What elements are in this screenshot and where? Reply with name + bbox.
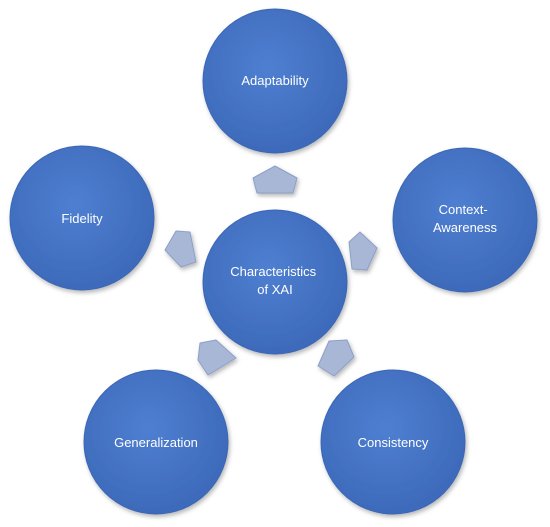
node-generalization-label: Generalization [114, 435, 198, 450]
center-label-line-2: of XAI [257, 282, 292, 297]
arrow-to-generalization [197, 339, 237, 376]
node-adaptability-circle [202, 8, 348, 154]
node-consistency: Consistency [320, 369, 466, 515]
node-generalization: Generalization [83, 369, 229, 515]
arrow-to-fidelity [164, 230, 197, 268]
center-node: Characteristics of XAI [202, 209, 348, 355]
center-label-line-1: Characteristics [230, 264, 316, 279]
node-context-awareness-label-line-2: Awareness [433, 220, 498, 235]
center-circle [202, 209, 348, 355]
node-fidelity-label: Fidelity [61, 211, 103, 226]
node-adaptability: Adaptability [202, 8, 348, 154]
node-generalization-label-line-1: Generalization [114, 435, 198, 450]
node-fidelity-label-line-1: Fidelity [61, 211, 103, 226]
node-generalization-circle [83, 369, 229, 515]
node-fidelity: Fidelity [9, 145, 155, 291]
center-label: Characteristics of XAI [230, 264, 320, 297]
node-context-awareness-label-line-1: Context- [439, 202, 488, 217]
connector-arrows [164, 165, 378, 377]
node-adaptability-label: Adaptability [241, 73, 309, 88]
node-adaptability-label-line-1: Adaptability [241, 73, 309, 88]
node-consistency-label-line-1: Consistency [358, 435, 429, 450]
arrow-to-adaptability [252, 165, 298, 194]
node-fidelity-circle [9, 145, 155, 291]
arrow-to-context-awareness [348, 231, 378, 271]
node-context-awareness-circle [392, 147, 538, 293]
node-context-awareness: Context- Awareness [392, 147, 538, 293]
node-consistency-label: Consistency [358, 435, 429, 450]
arrow-to-consistency [317, 339, 355, 377]
node-context-awareness-label: Context- Awareness [433, 202, 498, 235]
node-consistency-circle [320, 369, 466, 515]
